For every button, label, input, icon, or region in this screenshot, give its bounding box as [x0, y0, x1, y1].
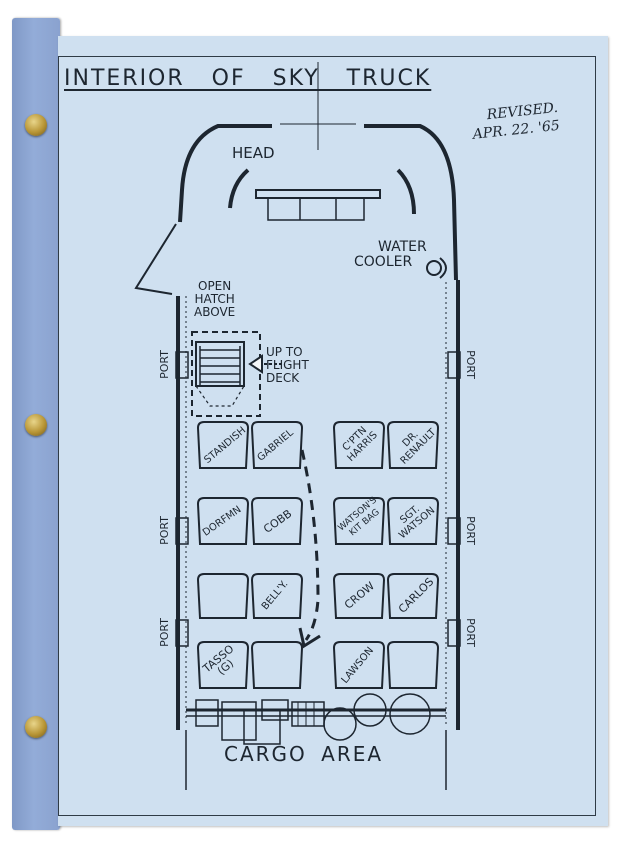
seat-cobb — [250, 497, 304, 545]
ladder — [195, 341, 245, 387]
label-water: WATER — [378, 239, 427, 255]
seat-renault — [386, 421, 440, 469]
head-partition-right — [396, 168, 416, 215]
seat-gabriel — [250, 421, 304, 469]
seat-empty-left-row3 — [196, 573, 250, 619]
cargo-drum-1 — [323, 707, 357, 741]
label-deck: DECK — [266, 371, 300, 385]
seat-empty-right-row4 — [386, 641, 440, 689]
seat-standish — [196, 421, 250, 469]
head-partition-left — [228, 168, 250, 209]
seat-lawson — [332, 641, 386, 689]
water-cooler-symbol — [426, 260, 442, 276]
seat-bell — [250, 573, 304, 619]
seat-watson-kit — [332, 497, 386, 545]
seat-harris — [332, 421, 386, 469]
label-open-hatch: OPEN HATCH ABOVE — [194, 280, 235, 319]
rivet-middle — [25, 414, 47, 436]
label-up-to-flight-deck: UP TO FLIGHT DECK — [266, 346, 309, 385]
label-port-left-3: PORT — [157, 618, 171, 647]
rivet-top — [25, 114, 47, 136]
label-cooler: COOLER — [354, 254, 413, 270]
seat-carlos — [386, 573, 440, 619]
cargo-drum-3 — [389, 693, 431, 735]
seat-tasso — [196, 641, 250, 689]
binder-strip — [12, 18, 60, 830]
label-port-left-2: PORT — [157, 516, 171, 545]
label-port-left-1: PORT — [157, 350, 171, 379]
port-window-left-1 — [175, 351, 189, 379]
port-window-left-2 — [175, 517, 189, 545]
label-water-cooler: WATER COOLER — [354, 239, 427, 270]
port-window-right-2 — [447, 517, 461, 545]
walk-path-arrowhead — [298, 627, 321, 649]
label-open: OPEN — [198, 279, 232, 293]
page-title: INTERIOR OF SKY TRUCK — [64, 66, 432, 91]
seat-watson — [386, 497, 440, 545]
cargo-box-4 — [261, 699, 289, 721]
nose-right-wall — [364, 124, 458, 281]
nose-left-wall — [178, 124, 272, 223]
label-port-right-1: PORT — [463, 350, 477, 379]
label-flight: FLIGHT — [266, 358, 309, 372]
rivet-bottom — [25, 716, 47, 738]
label-port-right-3: PORT — [463, 618, 477, 647]
port-window-right-1 — [447, 351, 461, 379]
paper-sheet — [58, 36, 608, 826]
console-base — [267, 197, 365, 221]
seat-crow — [332, 573, 386, 619]
hatch-outline — [191, 331, 261, 417]
label-cargo-area: CARGO AREA — [224, 742, 384, 766]
cargo-box-2 — [221, 701, 257, 741]
cargo-box-1 — [195, 699, 219, 727]
port-window-right-3 — [447, 619, 461, 647]
label-port-right-2: PORT — [463, 516, 477, 545]
label-hatch: HATCH — [194, 292, 235, 306]
cargo-drum-2 — [353, 693, 387, 727]
seat-group — [196, 421, 440, 689]
label-above: ABOVE — [194, 305, 236, 319]
cargo-crate — [291, 701, 325, 727]
seat-empty-left-row4 — [250, 641, 304, 689]
walk-path-arrow — [300, 449, 320, 641]
label-head: HEAD — [232, 144, 275, 162]
seat-dorfman — [196, 497, 250, 545]
drawing-frame — [58, 56, 596, 816]
label-up-to: UP TO — [266, 345, 303, 359]
console — [255, 189, 381, 199]
door-swing — [134, 223, 177, 295]
port-window-left-3 — [175, 619, 189, 647]
